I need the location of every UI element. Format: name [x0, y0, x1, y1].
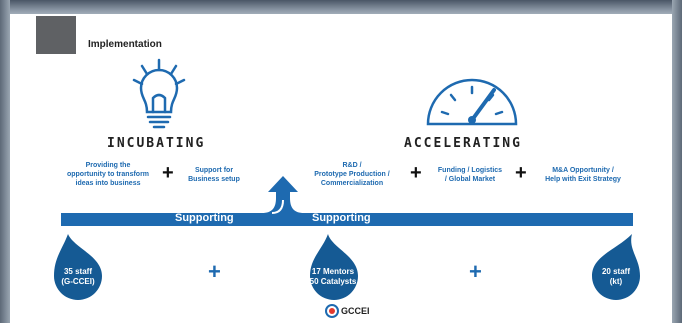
accelerating-item-3: M&A Opportunity / Help with Exit Strateg… [532, 166, 634, 184]
plus-sign: + [162, 162, 174, 184]
desc-line: Providing the [85, 162, 131, 169]
logo-text: GCCEI [341, 306, 370, 316]
incubating-item-2: Support for Business setup [178, 166, 250, 184]
lightbulb-icon [132, 58, 186, 129]
drop-line: (G-CCEI) [61, 277, 95, 286]
corner-block [36, 16, 76, 54]
desc-line: Funding / Logistics [437, 167, 503, 174]
drop-shape [592, 234, 640, 300]
window-frame-left [0, 0, 10, 323]
desc-line: M&A Opportunity / [552, 167, 614, 174]
up-arrow [262, 176, 304, 213]
drop-shape [310, 234, 358, 300]
desc-line: Prototype Production / [314, 171, 390, 178]
accelerating-item-2: Funding / Logistics / Global Market [428, 166, 512, 184]
desc-line: Business setup [188, 176, 240, 183]
incubating-item-1: Providing the opportunity to transform i… [58, 161, 158, 188]
drop-line: 35 staff [63, 267, 92, 276]
desc-line: Help with Exit Strategy [545, 176, 621, 183]
drop-label-2: 17 Mentors 50 Catalysts [302, 267, 364, 287]
supporting-band [61, 213, 633, 226]
drop-shape [54, 234, 102, 300]
drop-line: 50 Catalysts [309, 277, 357, 286]
drop-line: 17 Mentors [311, 267, 355, 276]
incubating-heading: INCUBATING [107, 136, 206, 151]
desc-line: Support for [194, 167, 234, 174]
gauge-needle [470, 88, 496, 122]
plus-sign: + [469, 259, 482, 284]
slide-title: Implementation [88, 39, 162, 50]
supporting-label-left: Supporting [175, 212, 234, 224]
accelerating-heading: ACCELERATING [404, 136, 522, 151]
desc-line: R&D / [342, 162, 362, 169]
supporting-label-right: Supporting [312, 212, 371, 224]
diagram-graphics [54, 58, 640, 318]
drop-label-3: 20 staff (kt) [588, 267, 644, 287]
gauge-hub [468, 116, 476, 124]
logo-icon [325, 304, 339, 318]
desc-line: ideas into business [75, 180, 141, 187]
drop-line: (kt) [609, 277, 623, 286]
plus-sign: + [515, 162, 527, 184]
band-split-line [271, 199, 284, 214]
desc-line: / Global Market [444, 176, 496, 183]
plus-sign: + [410, 162, 422, 184]
drop-label-1: 35 staff (G-CCEI) [50, 267, 106, 287]
window-frame-top [0, 0, 682, 18]
desc-line: Commercialization [320, 180, 384, 187]
window-frame-right [672, 0, 682, 323]
accelerating-item-1: R&D / Prototype Production / Commerciali… [300, 161, 404, 188]
slide: Implementation [10, 14, 672, 323]
plus-sign: + [208, 259, 221, 284]
desc-line: opportunity to transform [66, 171, 150, 178]
drop-line: 20 staff [601, 267, 630, 276]
